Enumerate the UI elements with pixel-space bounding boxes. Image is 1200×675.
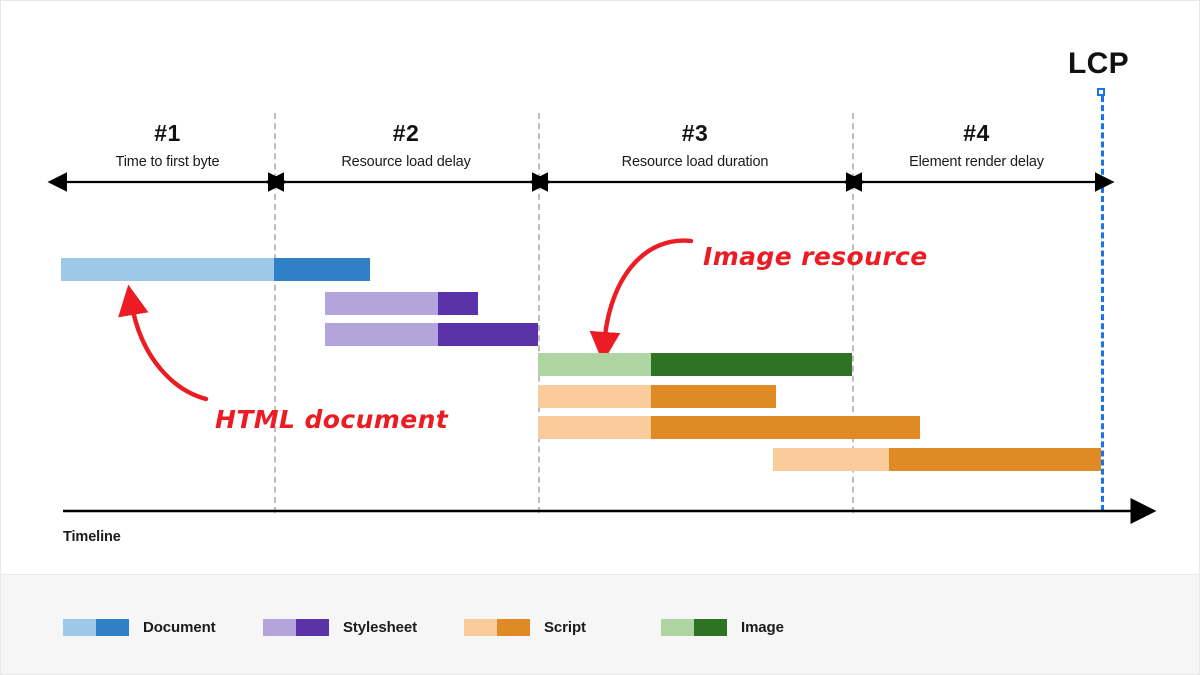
bar-stylesheet-2[interactable] (325, 323, 538, 346)
phase-divider-3 (852, 113, 854, 513)
swatch-half-dark (296, 618, 329, 636)
swatch-half-light (263, 618, 296, 636)
phase-1: #1 Time to first byte (61, 119, 274, 173)
bar-segment-light (773, 448, 889, 471)
bar-segment-light (538, 353, 651, 376)
legend-item-image[interactable]: Image (661, 614, 784, 640)
bar-script-6[interactable] (773, 448, 1101, 471)
phase-divider-1 (274, 113, 276, 513)
bar-script-5[interactable] (538, 416, 920, 439)
legend-item-document[interactable]: Document (63, 614, 216, 640)
phase-4-name: Element render delay (909, 154, 1044, 170)
phase-4-number: #4 (963, 120, 990, 146)
bar-script-4[interactable] (538, 385, 776, 408)
phase-2-name: Resource load delay (341, 154, 471, 170)
legend-item-stylesheet[interactable]: Stylesheet (263, 614, 417, 640)
timeline-caption: Timeline (63, 529, 121, 545)
phase-3-number: #3 (681, 120, 709, 146)
bar-segment-light (61, 258, 274, 281)
phase-1-number: #1 (154, 120, 181, 146)
swatch-half-light (63, 618, 96, 636)
annotation-html-document: HTML document (215, 405, 449, 434)
legend-label-script: Script (544, 618, 586, 636)
html-document-arrow (118, 284, 209, 402)
bar-segment-dark (274, 258, 370, 281)
timeline-plot-area: LCP #1 Time to first byte #2 Resource lo… (1, 1, 1199, 574)
swatch-half-light (464, 618, 497, 636)
legend-swatch-stylesheet (263, 618, 329, 636)
legend-label-document: Document (143, 618, 216, 636)
legend-swatch-document (63, 618, 129, 636)
bar-segment-dark (438, 292, 478, 315)
phase-2: #2 Resource load delay (274, 119, 538, 173)
legend-band (1, 574, 1199, 674)
swatch-half-dark (96, 618, 129, 636)
phase-3: #3 Resource load duration (538, 119, 852, 173)
lcp-marker-square (1097, 88, 1105, 96)
phase-2-number: #2 (392, 120, 420, 146)
phase-1-name: Time to first byte (115, 154, 220, 170)
bar-document-0[interactable] (61, 258, 370, 281)
image-resource-arrow (589, 238, 694, 363)
legend-swatch-script (464, 618, 530, 636)
bar-stylesheet-1[interactable] (325, 292, 478, 315)
bar-segment-dark (889, 448, 1101, 471)
phase-3-name: Resource load duration (621, 154, 769, 170)
lcp-dashed-line (1101, 96, 1104, 511)
swatch-half-light (661, 618, 694, 636)
legend-label-stylesheet: Stylesheet (343, 618, 418, 636)
phase-4: #4 Element render delay (852, 119, 1101, 173)
swatch-half-dark (694, 618, 727, 636)
annotation-image-resource: Image resource (703, 242, 928, 271)
bar-segment-dark (438, 323, 538, 346)
bar-segment-dark (651, 416, 920, 439)
legend-item-script[interactable]: Script (464, 614, 586, 640)
legend-label-image: Image (741, 618, 784, 636)
overlay-vectors (47, 172, 1157, 524)
bar-segment-dark (651, 385, 776, 408)
bar-segment-light (538, 385, 651, 408)
swatch-half-dark (497, 618, 530, 636)
bar-segment-light (325, 323, 438, 346)
bar-segment-dark (651, 353, 852, 376)
bar-image-3[interactable] (538, 353, 852, 376)
lcp-label: LCP (1068, 47, 1129, 80)
phase-divider-2 (538, 113, 540, 513)
bar-segment-light (538, 416, 651, 439)
bar-segment-light (325, 292, 438, 315)
legend-swatch-image (661, 618, 727, 636)
